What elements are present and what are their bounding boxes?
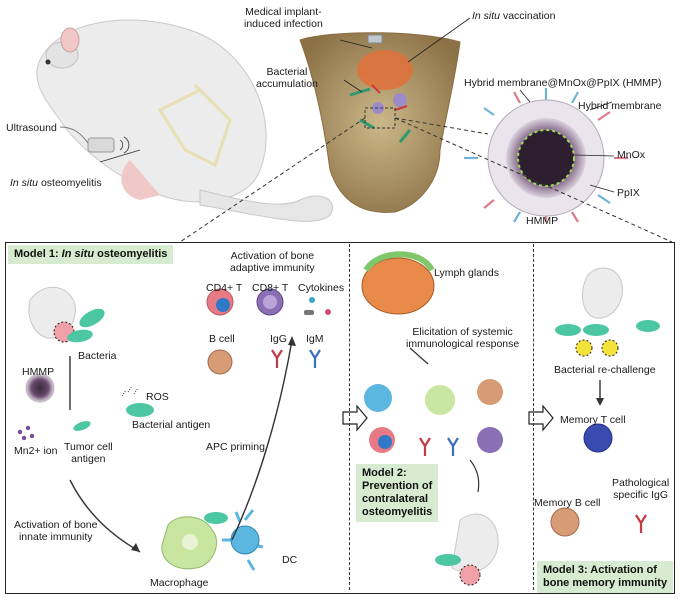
label-bacterial-accumulation: Bacterial accumulation (256, 66, 318, 90)
label-dc: DC (282, 554, 298, 566)
model1-title: Model 1: In situ osteomyelitis (8, 245, 174, 264)
ultrasound-probe (59, 126, 130, 154)
label-ultrasound: Ultrasound (6, 122, 57, 134)
label-in-situ-osteomyelitis: In situ osteomyelitis (10, 177, 102, 189)
label-igm: IgM (306, 333, 324, 345)
model3-title: Model 3: Activation of bone memory immun… (537, 561, 674, 593)
label-macrophage: Macrophage (150, 577, 209, 589)
label-m1-hmmp: HMMP (22, 366, 55, 378)
label-memory-t: Memory T cell (560, 414, 626, 426)
label-rechallenge: Bacterial re-challenge (554, 364, 656, 376)
label-bcell: B cell (209, 333, 235, 345)
label-cd8: CD8+ T (252, 282, 289, 294)
label-adaptive: Activation of bone adaptive immunity (230, 250, 315, 274)
label-medical-implant: Medical implant- induced infection (244, 6, 323, 30)
model2-illustrations (361, 251, 503, 586)
divider-2 (533, 244, 534, 590)
main-panel-frame (5, 242, 675, 594)
label-memory-b: Memory B cell (534, 497, 601, 509)
label-lymph: Lymph glands (434, 267, 499, 279)
model2-title: Model 2: Prevention of contralateral ost… (356, 464, 439, 522)
label-tumor-antigen: Tumor cell antigen (64, 441, 113, 465)
label-hmmp: HMMP (526, 215, 559, 227)
model1-illustrations (17, 286, 331, 571)
label-hmmp-title: Hybrid membrane@MnOx@PpIX (HMMP) (464, 77, 662, 89)
label-bacteria: Bacteria (78, 350, 117, 362)
model3-illustrations (550, 267, 660, 537)
label-igg: IgG (270, 333, 287, 345)
label-apc-priming: APC priming (206, 441, 265, 453)
label-hybrid-membrane: Hybrid membrane (578, 100, 662, 112)
label-cytokines: Cytokines (298, 282, 345, 294)
label-mnox: MnOx (617, 149, 646, 161)
label-bacterial-antigen: Bacterial antigen (132, 419, 211, 431)
label-innate: Activation of bone innate immunity (14, 519, 98, 543)
label-cd4: CD4+ T (206, 282, 243, 294)
label-in-situ-vaccination: In situ vaccination (472, 10, 556, 22)
bone-illustration (299, 32, 461, 213)
label-ros: ROS (146, 391, 169, 403)
label-pathological: Pathological specific IgG (612, 477, 670, 501)
label-ppix: PpIX (617, 187, 640, 199)
mouse-illustration (36, 19, 333, 222)
label-elicitation: Elicitation of systemic immunological re… (406, 326, 520, 350)
divider-1 (349, 244, 350, 590)
label-mn-ion: Mn2+ ion (14, 445, 58, 457)
hmmp-particle (464, 88, 628, 223)
